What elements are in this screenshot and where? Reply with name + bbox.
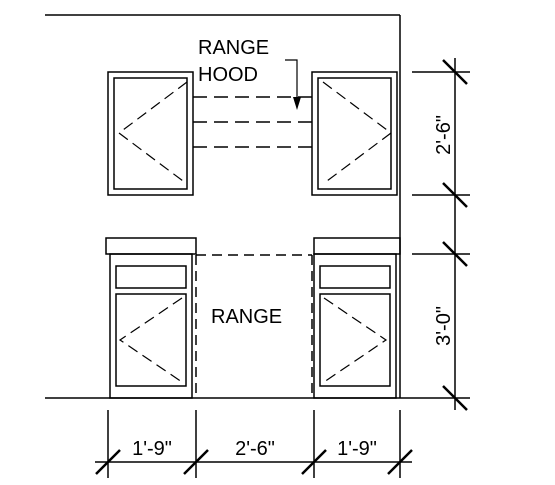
horizontal-dimension-ticks bbox=[95, 449, 413, 475]
range-label: RANGE bbox=[211, 306, 282, 328]
range-hood-leader bbox=[285, 59, 301, 110]
range-hood-label-line2: HOOD bbox=[198, 64, 258, 86]
dimension-right-cabinet-width: 1'-9" bbox=[337, 438, 377, 460]
dimension-upper-height: 2'-6" bbox=[433, 115, 455, 155]
vertical-dimension-ticks bbox=[442, 59, 468, 411]
base-cabinet-right bbox=[313, 237, 401, 399]
horizontal-dimension-lines bbox=[95, 410, 412, 478]
dimension-range-width: 2'-6" bbox=[235, 438, 275, 460]
upper-cabinet-right bbox=[311, 71, 398, 196]
upper-cabinet-left bbox=[107, 71, 194, 196]
dimension-left-cabinet-width: 1'-9" bbox=[132, 438, 172, 460]
dimension-lower-height: 3'-0" bbox=[433, 306, 455, 346]
vertical-dimension-lines bbox=[412, 58, 470, 410]
range-hood-hidden-lines bbox=[193, 96, 312, 148]
range-hood-label-line1: RANGE bbox=[198, 37, 269, 59]
range-hidden-outline bbox=[195, 254, 313, 398]
base-cabinet-left bbox=[105, 237, 197, 399]
